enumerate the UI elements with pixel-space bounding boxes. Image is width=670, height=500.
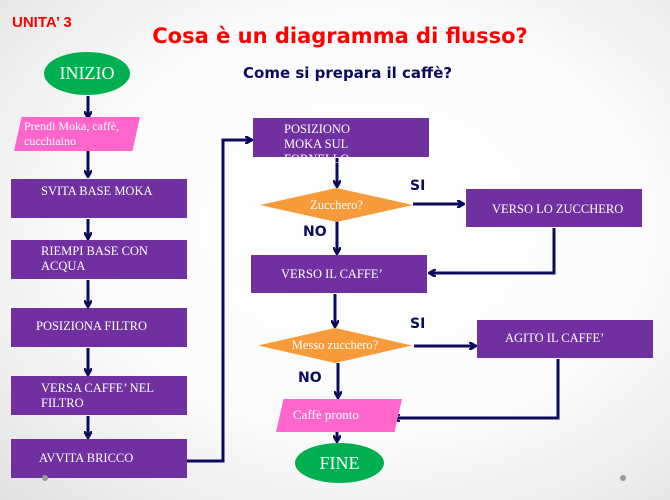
- no-label: NO: [303, 224, 327, 240]
- slide-dot: [620, 475, 626, 481]
- no-label: NO: [298, 370, 322, 386]
- step-filter: POSIZIONA FILTRO: [11, 308, 187, 347]
- page-title: Cosa è un diagramma di flusso?: [152, 24, 528, 48]
- step-screw: AVVITA BRICCO: [11, 439, 187, 478]
- start-node: INIZIO: [44, 52, 130, 95]
- step-stove: POSIZIONO MOKA SUL FORNELLO: [253, 118, 429, 166]
- step-pour-coffee: VERSO IL CAFFE’: [251, 255, 427, 293]
- arrow: [430, 228, 556, 273]
- end-node: FINE: [295, 443, 384, 483]
- page-subtitle: Come si prepara il caffè?: [243, 64, 453, 82]
- input-take-items: Prendi Moka, caffè, cucchiaino: [14, 117, 140, 151]
- step-unscrew: SVITA BASE MOKA: [11, 179, 187, 218]
- step-pour-coffee-filter: VERSA CAFFE’ NEL FILTRO: [11, 376, 187, 415]
- step-add-sugar: VERSO LO ZUCCHERO: [466, 189, 642, 227]
- yes-label: SI: [410, 178, 426, 194]
- slide-dot: [42, 475, 48, 481]
- step-stir: AGITO IL CAFFE’: [477, 320, 653, 358]
- unit-label: UNITA’ 3: [12, 14, 72, 31]
- arrow: [187, 140, 251, 463]
- output-ready: Caffè pronto: [276, 399, 402, 432]
- step-fill-water: RIEMPI BASE CON ACQUA: [11, 240, 187, 279]
- yes-label: SI: [410, 316, 426, 332]
- arrow: [394, 359, 560, 418]
